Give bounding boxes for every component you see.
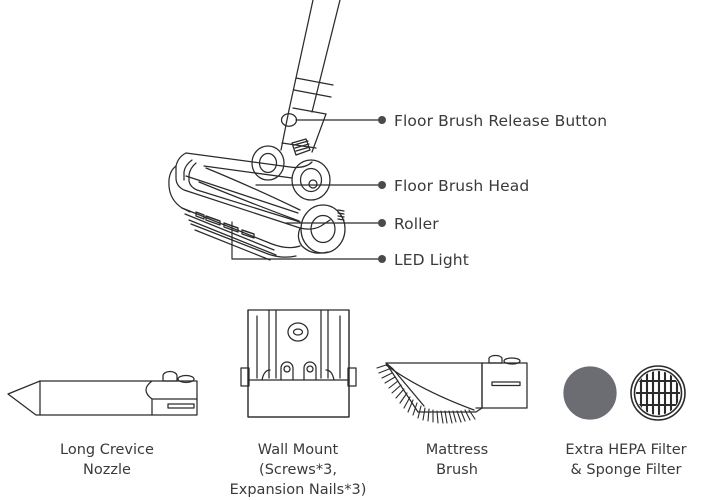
callout-label-led-light: LED Light [394,251,469,269]
brush-pivot-joint [251,138,331,201]
caption-line: & Sponge Filter [570,462,682,478]
accessory-caption-wall-mount: Wall Mount (Screws*3, Expansion Nails*3) [198,440,398,500]
extra-filters-icon [563,365,686,421]
leader-lines [231,119,379,260]
hepa-filter-icon [630,365,686,421]
accessory-caption-mattress-brush: Mattress Brush [377,440,537,480]
leader-led-light [231,221,379,260]
wall-mount-icon [240,309,357,418]
caption-line: Long Crevice [60,442,154,458]
caption-line: Mattress [425,442,489,458]
vacuum-wand [280,0,341,153]
leader-dots [378,116,386,263]
mattress-brush-icon [376,354,528,424]
accessory-caption-long-crevice-nozzle: Long Crevice Nozzle [7,440,207,480]
callout-label-floor-brush-head: Floor Brush Head [394,177,530,195]
accessory-caption-extra-filters: Extra HEPA Filter & Sponge Filter [536,440,713,480]
caption-line: (Screws*3, [259,462,337,478]
caption-line: Extra HEPA Filter [565,442,687,458]
floor-brush-head-icon [168,152,346,261]
sponge-filter-icon [563,366,617,420]
callout-label-floor-brush-release-button: Floor Brush Release Button [394,112,608,130]
long-crevice-nozzle-icon [7,370,198,416]
floor-brush-release-button-icon [280,113,298,127]
callout-label-roller: Roller [394,215,439,233]
caption-line: Nozzle [83,462,131,478]
caption-line: Brush [436,462,478,478]
caption-line: Wall Mount [257,442,339,458]
caption-line: Expansion Nails*3) [229,482,367,498]
